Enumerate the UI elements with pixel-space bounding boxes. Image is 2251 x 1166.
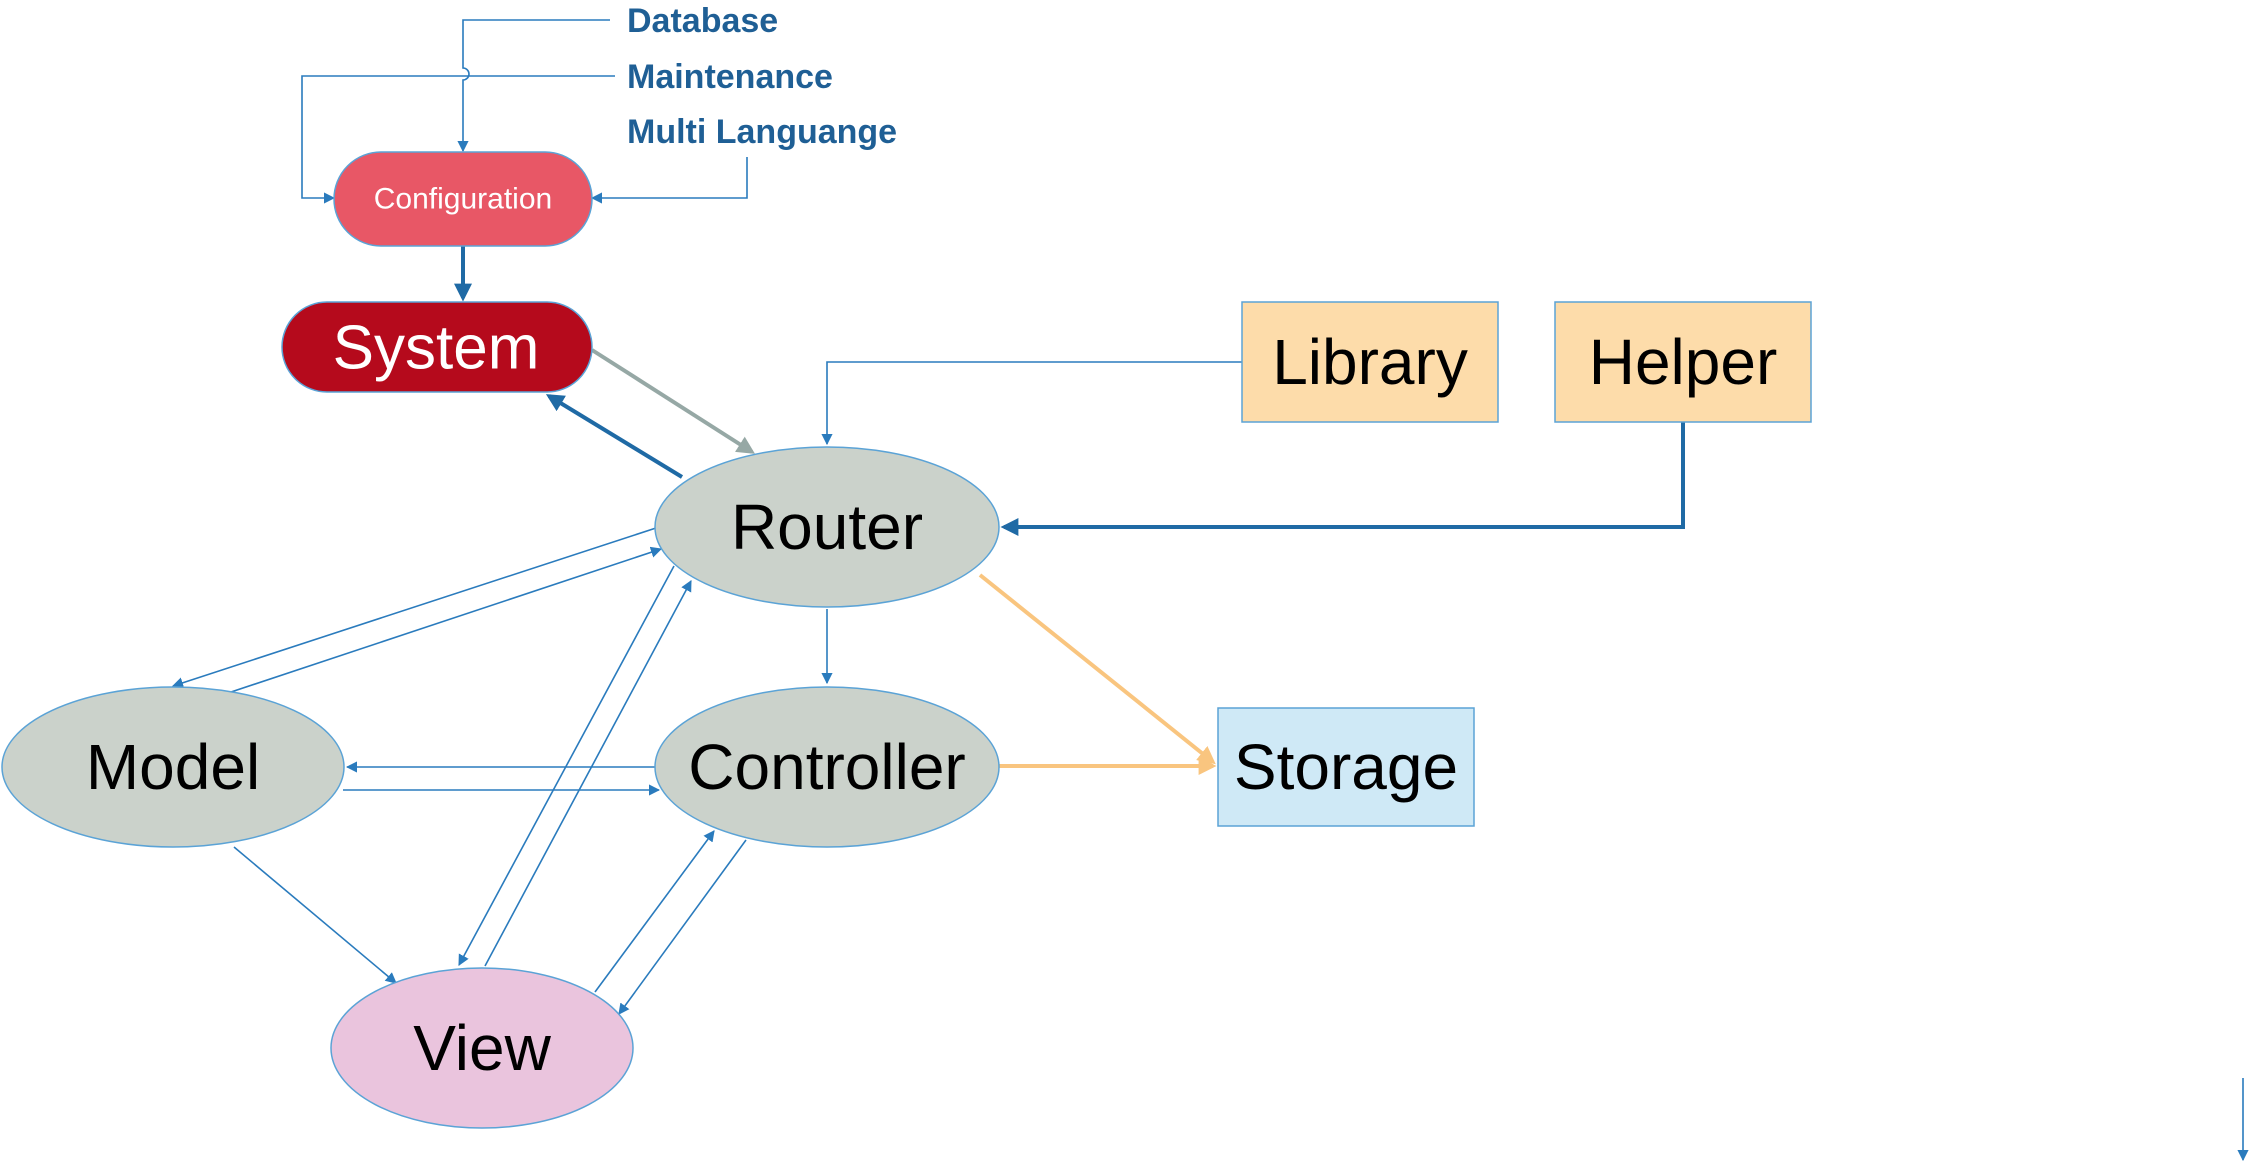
connector-library-router <box>821 361 1242 446</box>
node-system: System <box>281 301 593 393</box>
node-storage-label: Storage <box>1234 731 1458 803</box>
connector-system-router <box>590 348 756 454</box>
node-helper: Helper <box>1554 301 1812 423</box>
node-system-label: System <box>333 314 540 383</box>
node-configuration: Configuration <box>333 151 593 247</box>
node-view: View <box>330 967 634 1129</box>
config-option-maintenance: Maintenance <box>627 58 833 96</box>
connector-maintenance-configuration <box>301 75 615 204</box>
node-configuration-label: Configuration <box>374 183 552 216</box>
node-controller-label: Controller <box>688 731 965 803</box>
config-option-multi-language: Multi Languange <box>627 113 897 151</box>
node-library-label: Library <box>1272 326 1468 398</box>
connector-database-configuration <box>457 19 610 153</box>
connector-controller-view <box>618 839 747 1015</box>
connector-multilanguage-configuration <box>590 157 748 204</box>
node-helper-label: Helper <box>1589 326 1778 398</box>
connector-view-controller <box>594 830 715 993</box>
config-option-database: Database <box>627 2 778 40</box>
connector-model-view <box>233 846 397 984</box>
node-controller: Controller <box>654 686 1000 848</box>
connector-router-model <box>171 527 657 689</box>
connector-helper-router <box>1000 422 1685 536</box>
connector-view-router <box>484 580 692 967</box>
node-model: Model <box>1 686 345 848</box>
node-view-label: View <box>413 1012 551 1084</box>
connector-router-storage <box>978 573 1216 765</box>
node-library: Library <box>1241 301 1499 423</box>
node-router: Router <box>654 446 1000 608</box>
node-router-label: Router <box>731 491 923 563</box>
node-storage: Storage <box>1217 707 1475 827</box>
connector-router-view <box>458 565 675 966</box>
connector-model-router <box>227 546 663 694</box>
node-model-label: Model <box>86 731 260 803</box>
connector-router-system <box>545 394 684 479</box>
